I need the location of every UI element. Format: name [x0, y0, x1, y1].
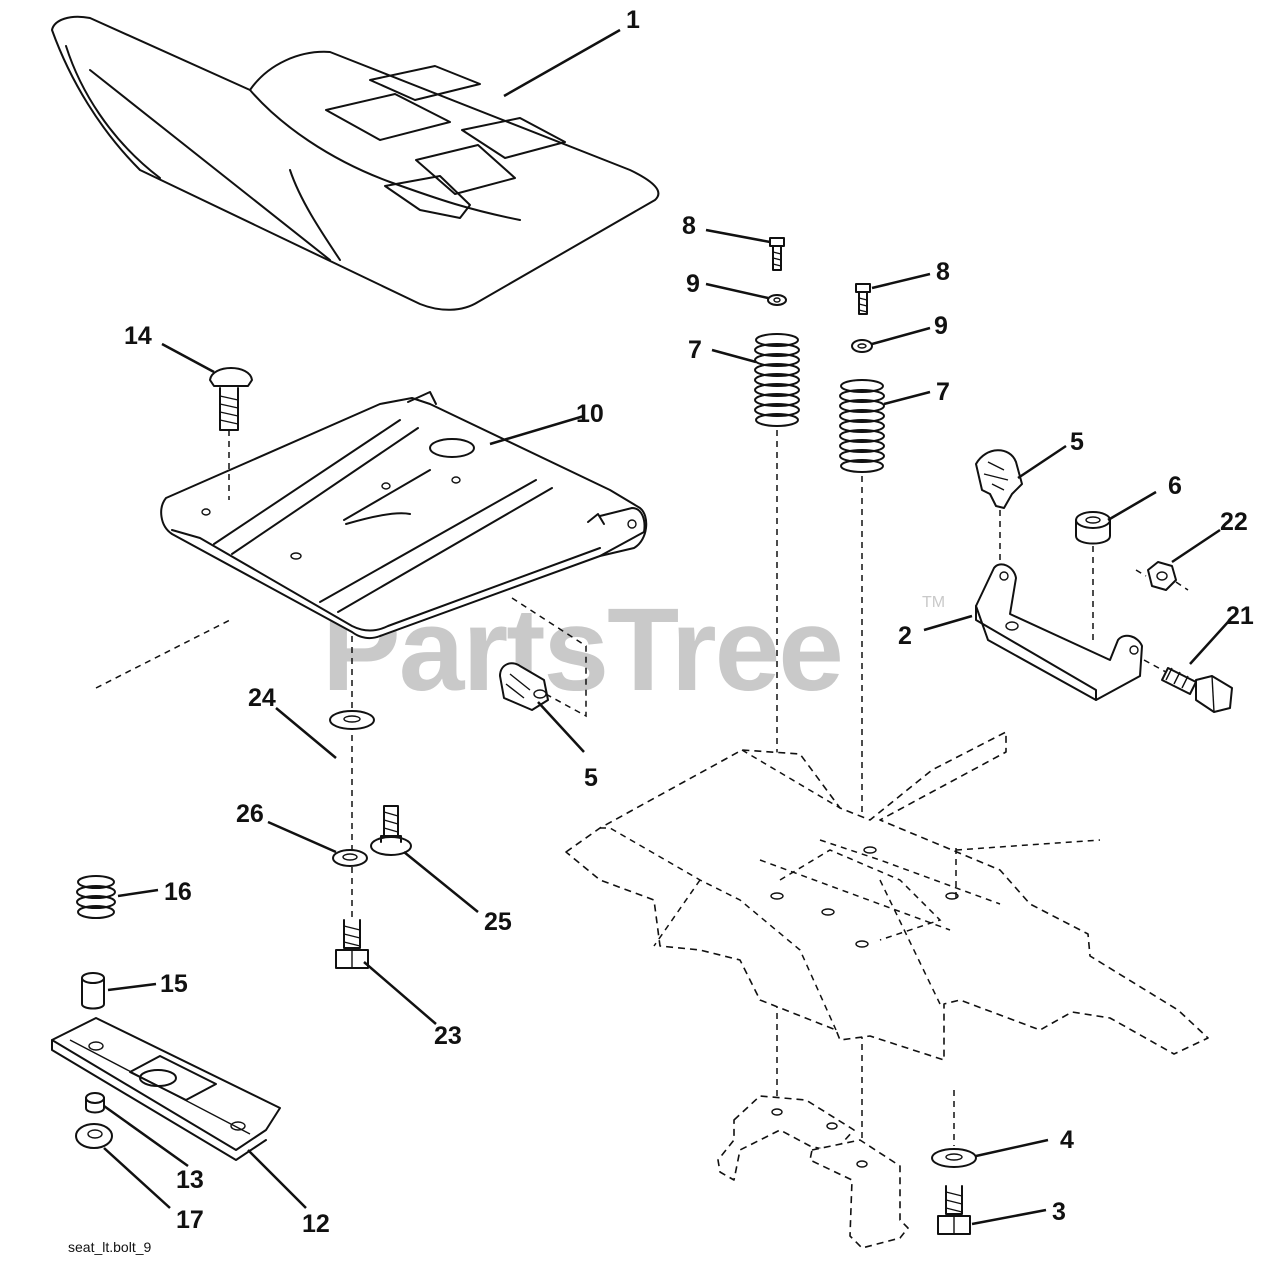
callout-5-lower: 5: [584, 764, 598, 792]
callout-25: 25: [484, 908, 512, 936]
washer-24-part: [329, 710, 375, 730]
washer-17-part: [75, 1123, 113, 1149]
callout-8-right: 8: [936, 258, 950, 286]
spring-16-part: [76, 875, 116, 919]
washer-9-left-part: [767, 294, 787, 306]
callout-7-left: 7: [688, 336, 702, 364]
nut-22-part: [1135, 561, 1189, 591]
callout-6: 6: [1168, 472, 1182, 500]
callout-16: 16: [164, 878, 192, 906]
slide-plate-part: [51, 1017, 281, 1161]
bolt-8-left-part: [769, 237, 785, 271]
file-name-label: seat_lt.bolt_9: [68, 1239, 151, 1255]
callout-17: 17: [176, 1206, 204, 1234]
callout-3: 3: [1052, 1198, 1066, 1226]
callout-1: 1: [626, 6, 640, 34]
callout-21: 21: [1226, 602, 1254, 630]
washer-9-right-part: [851, 339, 873, 353]
callout-7-right: 7: [936, 378, 950, 406]
bolt-23-part: [335, 919, 369, 969]
trademark-text: TM: [922, 594, 945, 611]
callout-10: 10: [576, 400, 604, 428]
spring-7-left-part: [754, 333, 800, 427]
spacer-15-part: [81, 972, 105, 1010]
callout-9-right: 9: [934, 312, 948, 340]
callout-2: 2: [898, 622, 912, 650]
callout-24: 24: [248, 684, 276, 712]
lower-bracket-outline: [717, 1095, 909, 1249]
callout-12: 12: [302, 1210, 330, 1238]
bolt-8-right-part: [855, 283, 871, 315]
bracket-2-part: [975, 563, 1167, 701]
callout-23: 23: [434, 1022, 462, 1050]
callout-8-left: 8: [682, 212, 696, 240]
callout-15: 15: [160, 970, 188, 998]
fender-outline: [565, 731, 1209, 1061]
callout-4: 4: [1060, 1126, 1074, 1154]
leader-lines: [103, 28, 1229, 1226]
callout-9-left: 9: [686, 270, 700, 298]
spring-7-right-part: [839, 379, 885, 473]
seat-pan-part: [160, 391, 648, 640]
callout-22: 22: [1220, 508, 1248, 536]
callout-14: 14: [124, 322, 152, 350]
knob-5-right-part: [975, 449, 1023, 580]
washer-4-part: [931, 1148, 977, 1168]
carriage-bolt-part: [209, 367, 253, 500]
bushing-6-part: [1075, 511, 1111, 640]
bolt-25-part: [370, 805, 412, 856]
bushing-13-part: [85, 1092, 105, 1114]
bolt-21-part: [1161, 667, 1233, 713]
callout-labels: 1 2 3 4 5 5 6 7 7 8 8 9 9 10 12 13 14 15…: [124, 6, 1254, 1238]
callout-26: 26: [236, 800, 264, 828]
lockwasher-26-part: [332, 849, 368, 867]
seat-part: [51, 15, 660, 311]
callout-5-right: 5: [1070, 428, 1084, 456]
callout-13: 13: [176, 1166, 204, 1194]
bolt-3-part: [937, 1090, 971, 1235]
